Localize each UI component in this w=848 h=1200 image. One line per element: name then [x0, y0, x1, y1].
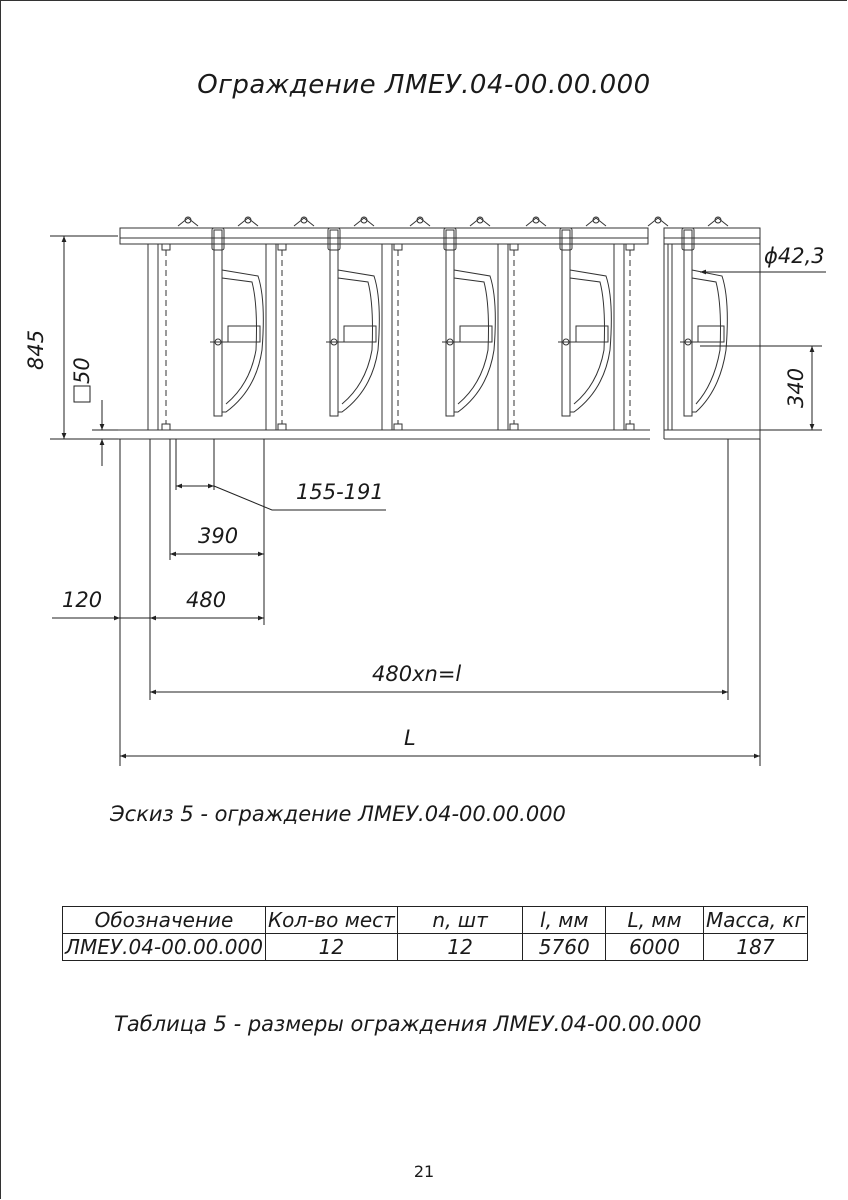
guard-unit: [647, 216, 729, 417]
dim-340-label: 340: [784, 367, 808, 408]
guard-unit: [409, 216, 496, 417]
guard-unit: [177, 216, 264, 417]
dim-480n-label: 480хn=l: [372, 662, 462, 686]
table-cell: 6000: [605, 933, 704, 961]
table-header-cell: Кол-во мест: [264, 906, 398, 934]
guard-unit: [525, 216, 612, 417]
dim-845-label: 845: [24, 329, 48, 370]
table-header-cell: Обозначение: [62, 906, 266, 934]
table-cell: 12: [264, 933, 398, 961]
vertical-posts: [147, 243, 635, 431]
table-header-cell: n, шт: [396, 906, 524, 934]
page-number: 21: [413, 1162, 435, 1181]
dim-155-191-label: 155-191: [296, 480, 384, 504]
square-symbol: [73, 385, 91, 403]
top-rail-right: [663, 227, 761, 239]
page-title: Ограждение ЛМЕУ.04-00.00.000: [197, 70, 651, 100]
dim-50-label: 50: [70, 357, 94, 384]
table-cell: ЛМЕУ.04-00.00.000: [62, 933, 266, 961]
table-cell: 5760: [522, 933, 607, 961]
dim-120-label: 120: [62, 588, 103, 612]
guard-units: [177, 216, 729, 417]
sketch-caption: Эскиз 5 - ограждение ЛМЕУ.04-00.00.000: [110, 802, 566, 826]
table-header-row: Обозначение Кол-во мест n, шт l, мм L, м…: [62, 906, 809, 934]
table-header-cell: l, мм: [522, 906, 607, 934]
spec-table: Обозначение Кол-во мест n, шт l, мм L, м…: [62, 906, 809, 961]
dim-480-label: 480: [186, 588, 227, 612]
table-row: ЛМЕУ.04-00.00.000 12 12 5760 6000 187: [62, 933, 809, 961]
table-caption: Таблица 5 - размеры ограждения ЛМЕУ.04-0…: [114, 1012, 702, 1036]
table-header-cell: L, мм: [605, 906, 704, 934]
table-cell: 12: [396, 933, 524, 961]
table-cell: 187: [702, 933, 809, 961]
table-header-cell: Масса, кг: [702, 906, 809, 934]
dim-L-label: L: [404, 726, 416, 750]
dim-diameter-label: ϕ42,3: [764, 244, 825, 268]
dim-390-label: 390: [198, 524, 239, 548]
guard-unit: [293, 216, 380, 417]
